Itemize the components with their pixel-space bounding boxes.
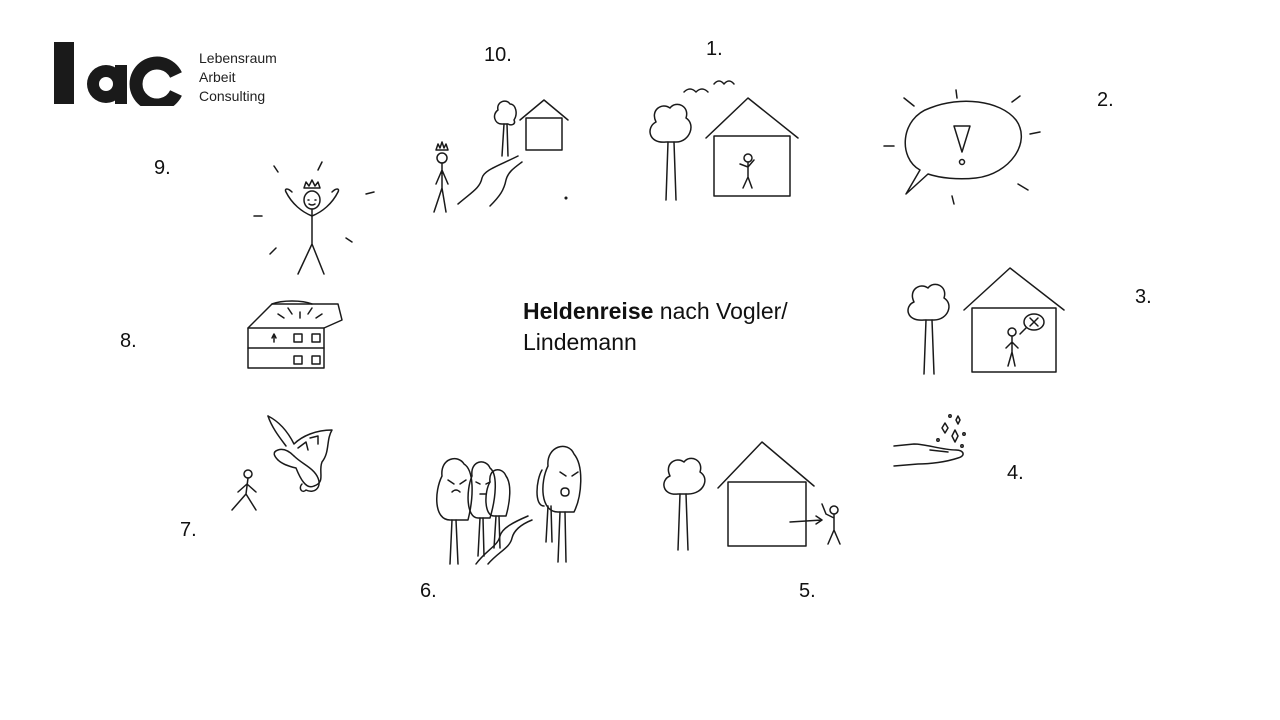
step-number-5: 5. bbox=[799, 580, 816, 602]
step-number-6: 6. bbox=[420, 580, 437, 602]
logo: Lebensraum Arbeit Consulting bbox=[52, 40, 292, 110]
step-number-8: 8. bbox=[120, 330, 137, 352]
hand-with-sparkles-icon bbox=[893, 414, 966, 467]
dragon-fight-icon bbox=[231, 415, 333, 511]
crowned-hero-return-path-icon bbox=[433, 99, 569, 213]
step-number-10: 10. bbox=[484, 44, 512, 66]
dark-forest-path-icon bbox=[436, 445, 582, 565]
title-rest: nach Vogler/ bbox=[653, 298, 788, 324]
diagram-title: Heldenreise nach Vogler/ Lindemann bbox=[523, 296, 788, 358]
title-line-2: Lindemann bbox=[523, 329, 637, 355]
logo-line-1: Lebensraum bbox=[199, 50, 277, 66]
lac-logo-mark bbox=[54, 42, 182, 106]
title-bold: Heldenreise bbox=[523, 298, 654, 324]
step-number-9: 9. bbox=[154, 157, 171, 179]
step-number-4: 4. bbox=[1007, 462, 1024, 484]
step-number-7: 7. bbox=[180, 519, 197, 541]
step-number-2: 2. bbox=[1097, 89, 1114, 111]
logo-line-3: Consulting bbox=[199, 88, 266, 104]
house-refusal-icon bbox=[907, 267, 1065, 375]
speech-bubble-exclamation-icon bbox=[883, 89, 1041, 205]
logo-text: Lebensraum Arbeit Consulting bbox=[199, 49, 277, 106]
logo-line-2: Arbeit bbox=[199, 69, 236, 85]
treasure-chest-icon bbox=[247, 300, 343, 369]
step-number-1: 1. bbox=[706, 38, 723, 60]
house-with-hero-icon bbox=[649, 80, 799, 201]
crowned-hero-cheering-icon bbox=[253, 161, 375, 275]
hero-leaving-house-icon bbox=[663, 441, 841, 551]
step-number-3: 3. bbox=[1135, 286, 1152, 308]
